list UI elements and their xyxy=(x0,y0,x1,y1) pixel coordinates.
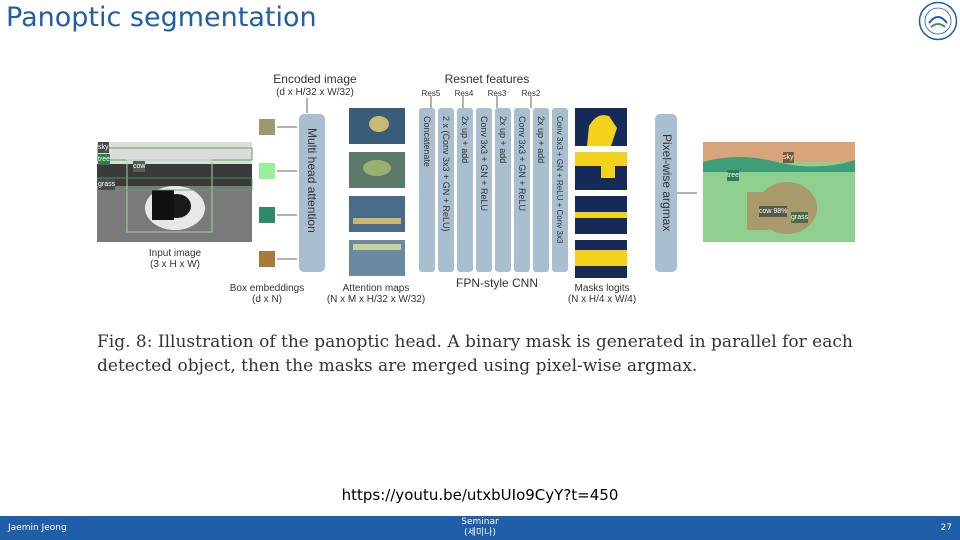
footer-bar: Jaemin Jeong Seminar (세미나) 27 xyxy=(0,516,960,540)
box-embedding-1 xyxy=(259,119,275,135)
page-number: 27 xyxy=(940,523,952,533)
output-tag-sky: sky xyxy=(783,152,794,163)
box-embedding-3 xyxy=(259,207,275,223)
res2-label: Res2 xyxy=(521,89,541,98)
input-tag-grass: grass xyxy=(98,179,116,190)
pixel-wise-argmax-text: Pixel-wise argmax xyxy=(660,134,674,232)
resnet-features-label: Resnet features xyxy=(444,72,530,86)
fpn-column-1: Concatenate xyxy=(422,116,432,168)
multi-head-attention-text: Multi head attention xyxy=(305,128,319,233)
output-image xyxy=(703,142,855,242)
input-tag-cow: cow xyxy=(133,161,146,172)
fpn-column-8: Conv 3x3 + GN + ReLU + Conv 3x3 xyxy=(555,116,564,244)
figure-caption: Fig. 8: Illustration of the panoptic hea… xyxy=(97,332,853,376)
video-link[interactable]: https://youtu.be/utxbUIo9CyY?t=450 xyxy=(341,486,619,504)
attention-maps xyxy=(349,108,405,276)
panoptic-head-figure: Encoded image (d x H/32 x W/32) Resnet f… xyxy=(97,68,859,378)
fpn-column-5: 2x up + add xyxy=(498,116,508,164)
output-tag-grass: grass xyxy=(791,212,809,223)
footer-seminar: Seminar xyxy=(461,517,499,527)
fpn-column-2: 2 x (Conv 3x3 + GN + ReLU) xyxy=(441,116,451,232)
footer-center: Seminar (세미나) xyxy=(0,517,960,539)
fpn-column-3: 2x up + add xyxy=(460,116,470,164)
multi-head-attention-block xyxy=(299,114,325,272)
fpn-column-6: Conv 3x3 + GN + ReLU xyxy=(517,116,527,212)
box-embedding-2 xyxy=(259,163,275,179)
attention-maps-dims: (N x M x H/32 x W/32) xyxy=(326,294,426,305)
res3-label: Res3 xyxy=(487,89,507,98)
fpn-columns xyxy=(419,108,568,272)
slide-title: Panoptic segmentation xyxy=(6,2,317,33)
mask-logits-dims: (N x H/4 x W/4) xyxy=(567,294,637,305)
box-embeddings-dims: (d x N) xyxy=(252,294,282,305)
fpn-column-4: Conv 3x3 + GN + ReLU xyxy=(479,116,489,212)
figure-diagram xyxy=(97,96,855,278)
box-embeddings-label: Box embeddings xyxy=(229,283,305,294)
input-image-dims: (3 x H x W) xyxy=(150,259,200,270)
res5-label: Res5 xyxy=(421,89,441,98)
output-tag-tree: tree xyxy=(727,170,740,181)
pixel-wise-argmax-block xyxy=(655,114,677,272)
output-tag-cow: cow 98% xyxy=(759,206,788,217)
encoded-image-label: Encoded image xyxy=(273,72,357,86)
attention-maps-label: Attention maps xyxy=(342,283,410,294)
mask-logits-label: Masks logits xyxy=(574,283,630,294)
fpn-column-7: 2x up + add xyxy=(536,116,546,164)
mask-logits xyxy=(575,108,627,278)
input-image xyxy=(97,142,253,242)
box-embedding-4 xyxy=(259,251,275,267)
university-logo xyxy=(918,1,958,41)
footer-seminar-korean: (세미나) xyxy=(464,528,496,538)
res4-label: Res4 xyxy=(454,89,474,98)
footer-author: Jaemin Jeong xyxy=(8,523,67,533)
encoded-image-dims: (d x H/32 x W/32) xyxy=(276,87,354,98)
input-tag-sky: sky xyxy=(98,142,109,153)
input-tag-tree: tree xyxy=(98,154,111,165)
input-image-label: Input image xyxy=(148,248,202,259)
fpn-label: FPN-style CNN xyxy=(455,276,538,290)
